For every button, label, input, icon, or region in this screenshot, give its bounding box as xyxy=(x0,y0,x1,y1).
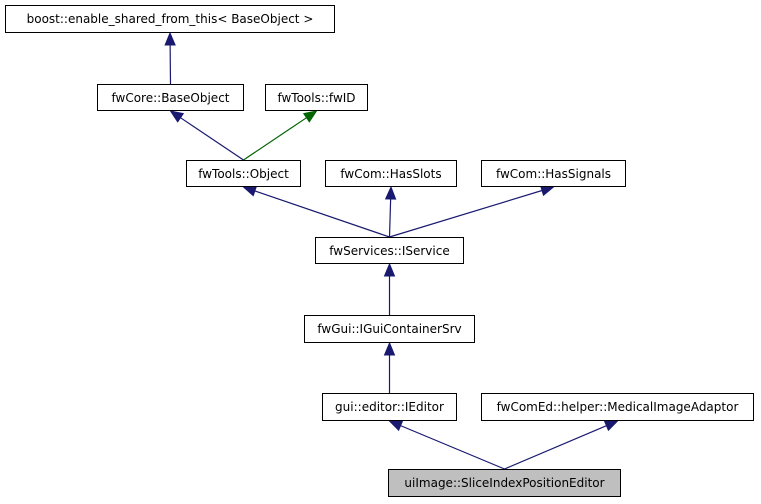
arrowhead-icon xyxy=(603,420,619,432)
node-label: fwCore::BaseObject xyxy=(111,90,230,105)
arrowhead-icon xyxy=(242,185,258,197)
node-has-signals[interactable]: fwCom::HasSignals xyxy=(481,160,626,187)
node-object[interactable]: fwTools::Object xyxy=(186,160,301,187)
node-label: fwTools::Object xyxy=(198,166,289,181)
arrowhead-icon xyxy=(383,262,396,277)
node-label: fwCom::HasSignals xyxy=(495,166,612,181)
arrowhead-icon xyxy=(169,110,185,123)
arrowhead-icon xyxy=(539,185,555,197)
node-slice-index-position-editor[interactable]: uiImage::SliceIndexPositionEditor xyxy=(388,469,621,497)
inheritance-edge xyxy=(243,117,307,161)
arrowhead-icon xyxy=(302,110,318,123)
inheritance-edge xyxy=(180,117,244,161)
node-label: fwServices::IService xyxy=(329,243,450,258)
node-label: fwTools::fwID xyxy=(277,90,356,105)
arrowhead-icon xyxy=(384,185,397,200)
node-enable-shared-from-this[interactable]: boost::enable_shared_from_this< BaseObje… xyxy=(5,5,335,33)
inheritance-edge xyxy=(254,190,390,238)
node-label: gui::editor::IEditor xyxy=(335,400,444,414)
node-ieditor[interactable]: gui::editor::IEditor xyxy=(322,393,457,421)
inheritance-edge xyxy=(389,189,543,238)
node-medical-image-adaptor[interactable]: fwComEd::helper::MedicalImageAdaptor xyxy=(481,393,754,421)
inheritance-edge xyxy=(400,425,505,470)
node-has-slots[interactable]: fwCom::HasSlots xyxy=(325,160,457,187)
node-iservice[interactable]: fwServices::IService xyxy=(315,237,464,264)
node-igui-container-srv[interactable]: fwGui::IGuiContainerSrv xyxy=(304,315,475,343)
arrowhead-icon xyxy=(383,341,396,356)
node-fwid[interactable]: fwTools::fwID xyxy=(265,84,368,111)
node-label: boost::enable_shared_from_this< BaseObje… xyxy=(26,12,314,26)
arrowhead-icon xyxy=(164,31,176,46)
node-label: uiImage::SliceIndexPositionEditor xyxy=(404,476,605,490)
inheritance-edge xyxy=(504,425,607,470)
node-base-object[interactable]: fwCore::BaseObject xyxy=(97,84,244,111)
node-label: fwComEd::helper::MedicalImageAdaptor xyxy=(496,400,739,414)
node-label: fwCom::HasSlots xyxy=(340,166,442,181)
inheritance-edge xyxy=(388,198,392,238)
arrowhead-icon xyxy=(388,420,404,432)
node-label: fwGui::IGuiContainerSrv xyxy=(317,322,462,336)
